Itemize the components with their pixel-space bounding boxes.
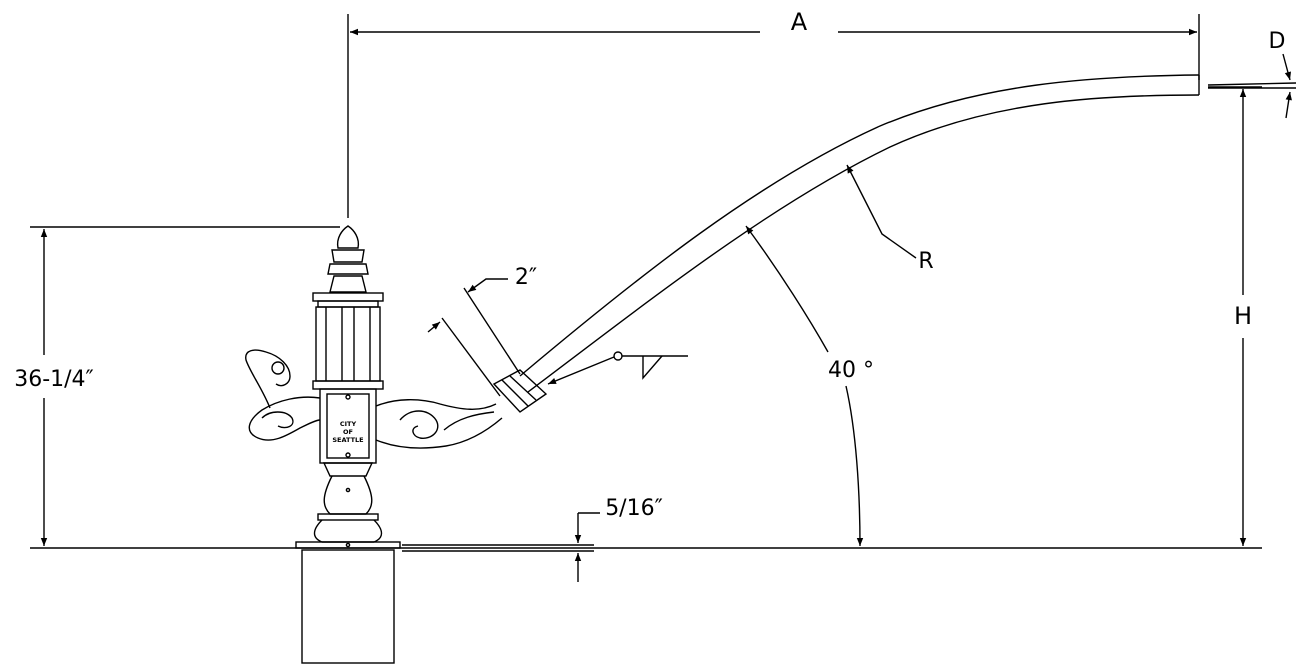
dim-offset-label: 5/16″ — [605, 496, 663, 521]
dim-r-leader — [846, 164, 917, 259]
right-scroll-ornament — [375, 399, 497, 410]
arm-collar — [492, 369, 548, 413]
dim-arm-dia-ext-2 — [441, 317, 501, 397]
dim-arm-dia-leader-2 — [427, 321, 441, 333]
finial-icon — [336, 225, 360, 249]
left-scroll-ornament — [248, 396, 321, 441]
dim-h-label: H — [1234, 302, 1252, 330]
dim-d-leader-top — [1282, 53, 1292, 81]
nameplate-line-2: OF — [343, 428, 353, 436]
dim-d-leader-bottom — [1285, 91, 1292, 119]
arm-bottom-edge — [527, 94, 1200, 393]
dim-d-label: D — [1269, 29, 1286, 54]
dim-arm-dia-ext-1 — [463, 287, 521, 375]
base-block — [301, 549, 395, 664]
nameplate-line-3: SEATTLE — [332, 436, 363, 444]
dim-height-label: 36-1/4″ — [14, 367, 94, 392]
dim-arm-dia-label: 2″ — [515, 265, 537, 290]
arm-top-edge — [519, 74, 1200, 377]
nameplate-line-1: CITY — [340, 420, 357, 428]
dim-angle-arc-lower — [845, 385, 864, 547]
weld-leader — [547, 356, 615, 385]
dim-d-tip-line-top — [1207, 82, 1297, 86]
dim-arm-dia-leader-1 — [467, 278, 508, 293]
lamp-post — [245, 225, 548, 664]
dim-angle-arc-upper — [745, 225, 829, 353]
dim-angle-label: 40 ° — [828, 358, 874, 383]
weld-all-around-icon — [613, 351, 623, 361]
dim-r-label: R — [918, 249, 933, 274]
dim-a-label: A — [791, 8, 808, 36]
post-shaft — [323, 475, 373, 515]
weld-fillet-icon — [642, 355, 663, 380]
